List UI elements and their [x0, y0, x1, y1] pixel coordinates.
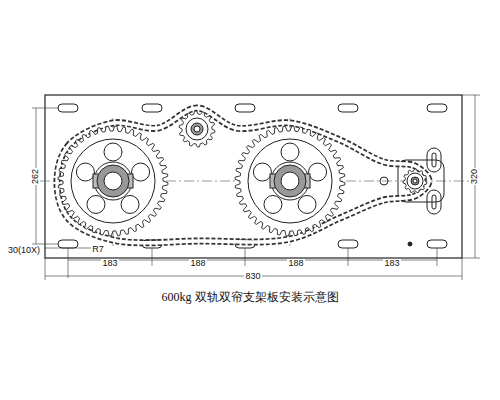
sprocket [235, 126, 345, 236]
dimension-label: 320 [471, 167, 480, 184]
centerlines [40, 118, 470, 246]
dimension-label: 188 [287, 259, 304, 268]
dimension-label: R7 [91, 245, 105, 254]
mounting-slots [58, 104, 447, 248]
sprocket [403, 169, 427, 193]
sprockets [58, 111, 427, 236]
dimension-label: 183 [101, 259, 118, 268]
plate-outline [45, 95, 462, 258]
dimension-label: 262 [32, 167, 41, 184]
roller-chain [57, 108, 429, 243]
sprocket [179, 111, 215, 147]
dimension-label: 30(10X) [7, 246, 41, 255]
sprocket [58, 126, 168, 236]
dimension-label: 188 [189, 259, 206, 268]
tensioner-bracket [380, 148, 444, 214]
caption: 600kg 双轨双帘支架板安装示意图 [162, 291, 339, 304]
dimension-label: 183 [383, 259, 400, 268]
dimension-label: 830 [244, 272, 261, 281]
dimension-lines [32, 95, 480, 280]
